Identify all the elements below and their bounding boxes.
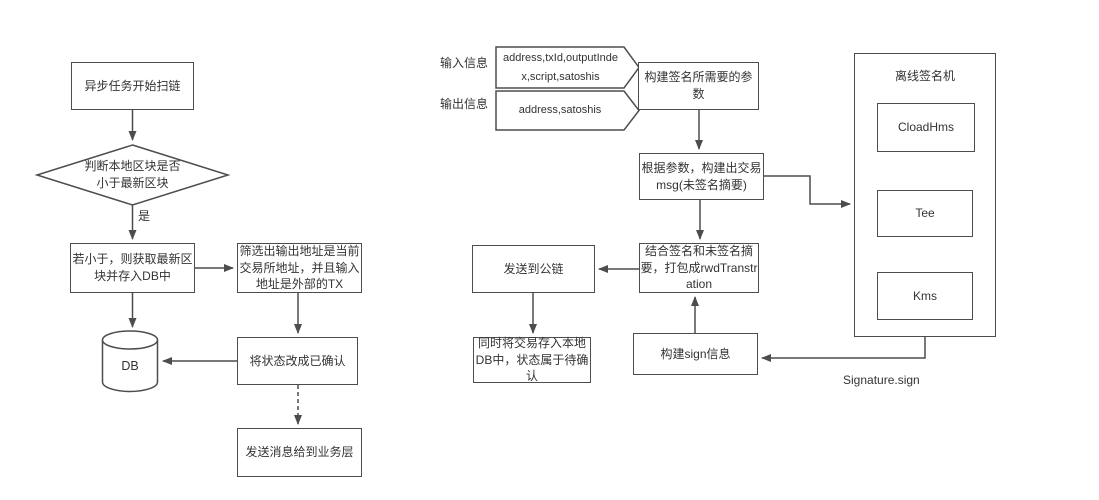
input-fields-text: address,txId,outputIndex,script,satoshis [503, 51, 618, 83]
output-pentagon-shape [495, 90, 640, 131]
build-sign-node: 构建sign信息 [633, 333, 758, 375]
decision-node-label: 判断本地区块是否 小于最新区块 [84, 159, 181, 190]
send-to-chain-node: 发送到公链 [472, 245, 595, 293]
kms-node: Kms [877, 272, 973, 320]
offline-signer-title: 离线签名机 [894, 69, 955, 83]
db-node-label: DB [121, 358, 139, 373]
db-cylinder-shape [101, 330, 159, 393]
input-pentagon-shape [495, 46, 640, 89]
signature-sign-label: Signature.sign [843, 373, 920, 387]
output-info-label: 输出信息 [440, 97, 489, 111]
build-msg-node: 根据参数，构建出交易msg(未签名摘要) [639, 153, 764, 200]
cloadhms-node: CloadHms [877, 103, 975, 152]
start-node: 异步任务开始扫链 [71, 62, 194, 110]
arrow-signer-to-sign [761, 337, 926, 362]
yes-branch-label: 是 [138, 209, 151, 223]
store-db-node: 同时将交易存入本地DB中，状态属于待确认 [473, 336, 591, 383]
filter-tx-node: 筛选出输出地址是当前交易所地址，并且输入地址是外部的TX [237, 243, 362, 293]
output-fields-text: address,satoshis [518, 104, 602, 116]
fetch-block-node: 若小于，则获取最新区块并存入DB中 [70, 243, 195, 293]
input-info-label: 输入信息 [440, 56, 489, 70]
combine-package-node: 结合签名和未签名摘要，打包成rwdTranstration [639, 243, 759, 293]
decision-diamond-shape [34, 144, 231, 206]
arrow-msg-to-signer [764, 175, 851, 208]
notify-business-node: 发送消息给到业务层 [237, 428, 362, 477]
build-params-node: 构建签名所需要的参数 [638, 62, 759, 110]
set-confirmed-node: 将状态改成已确认 [237, 337, 358, 385]
tee-node: Tee [877, 190, 973, 237]
